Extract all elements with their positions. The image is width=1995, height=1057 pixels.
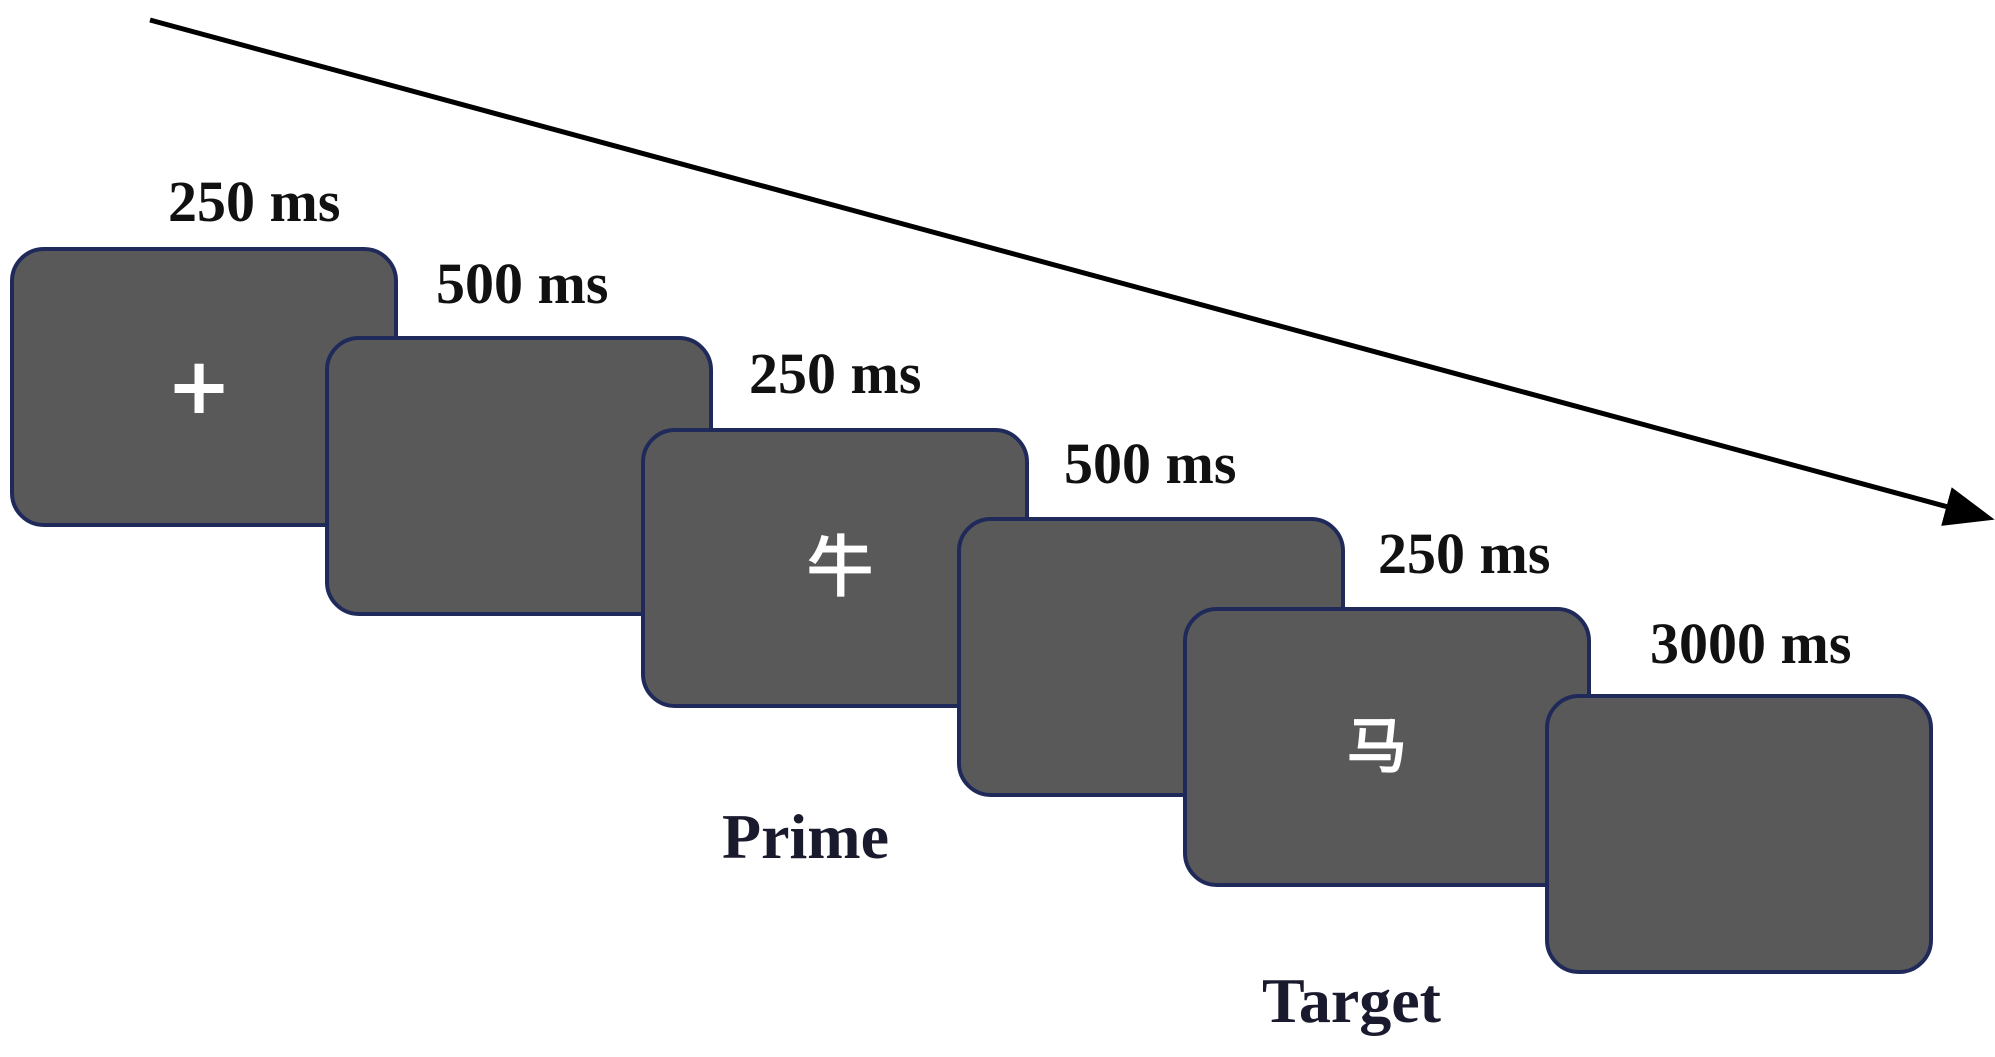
response-screen [1545, 694, 1933, 974]
prime-character: 牛 [807, 529, 873, 606]
target-label: Target [1262, 965, 1441, 1036]
prime-duration-label: 250 ms [749, 341, 922, 406]
target-screen: 马 [1183, 607, 1591, 887]
response-duration-label: 3000 ms [1650, 611, 1852, 676]
target-duration-label: 250 ms [1378, 521, 1551, 586]
target-character: 马 [1347, 712, 1407, 782]
prime-label: Prime [722, 801, 889, 872]
fixation-cross: + [166, 342, 232, 432]
fixation-duration-label: 250 ms [168, 169, 341, 234]
blank-2-duration-label: 500 ms [1064, 431, 1237, 496]
blank-1-duration-label: 500 ms [436, 251, 609, 316]
